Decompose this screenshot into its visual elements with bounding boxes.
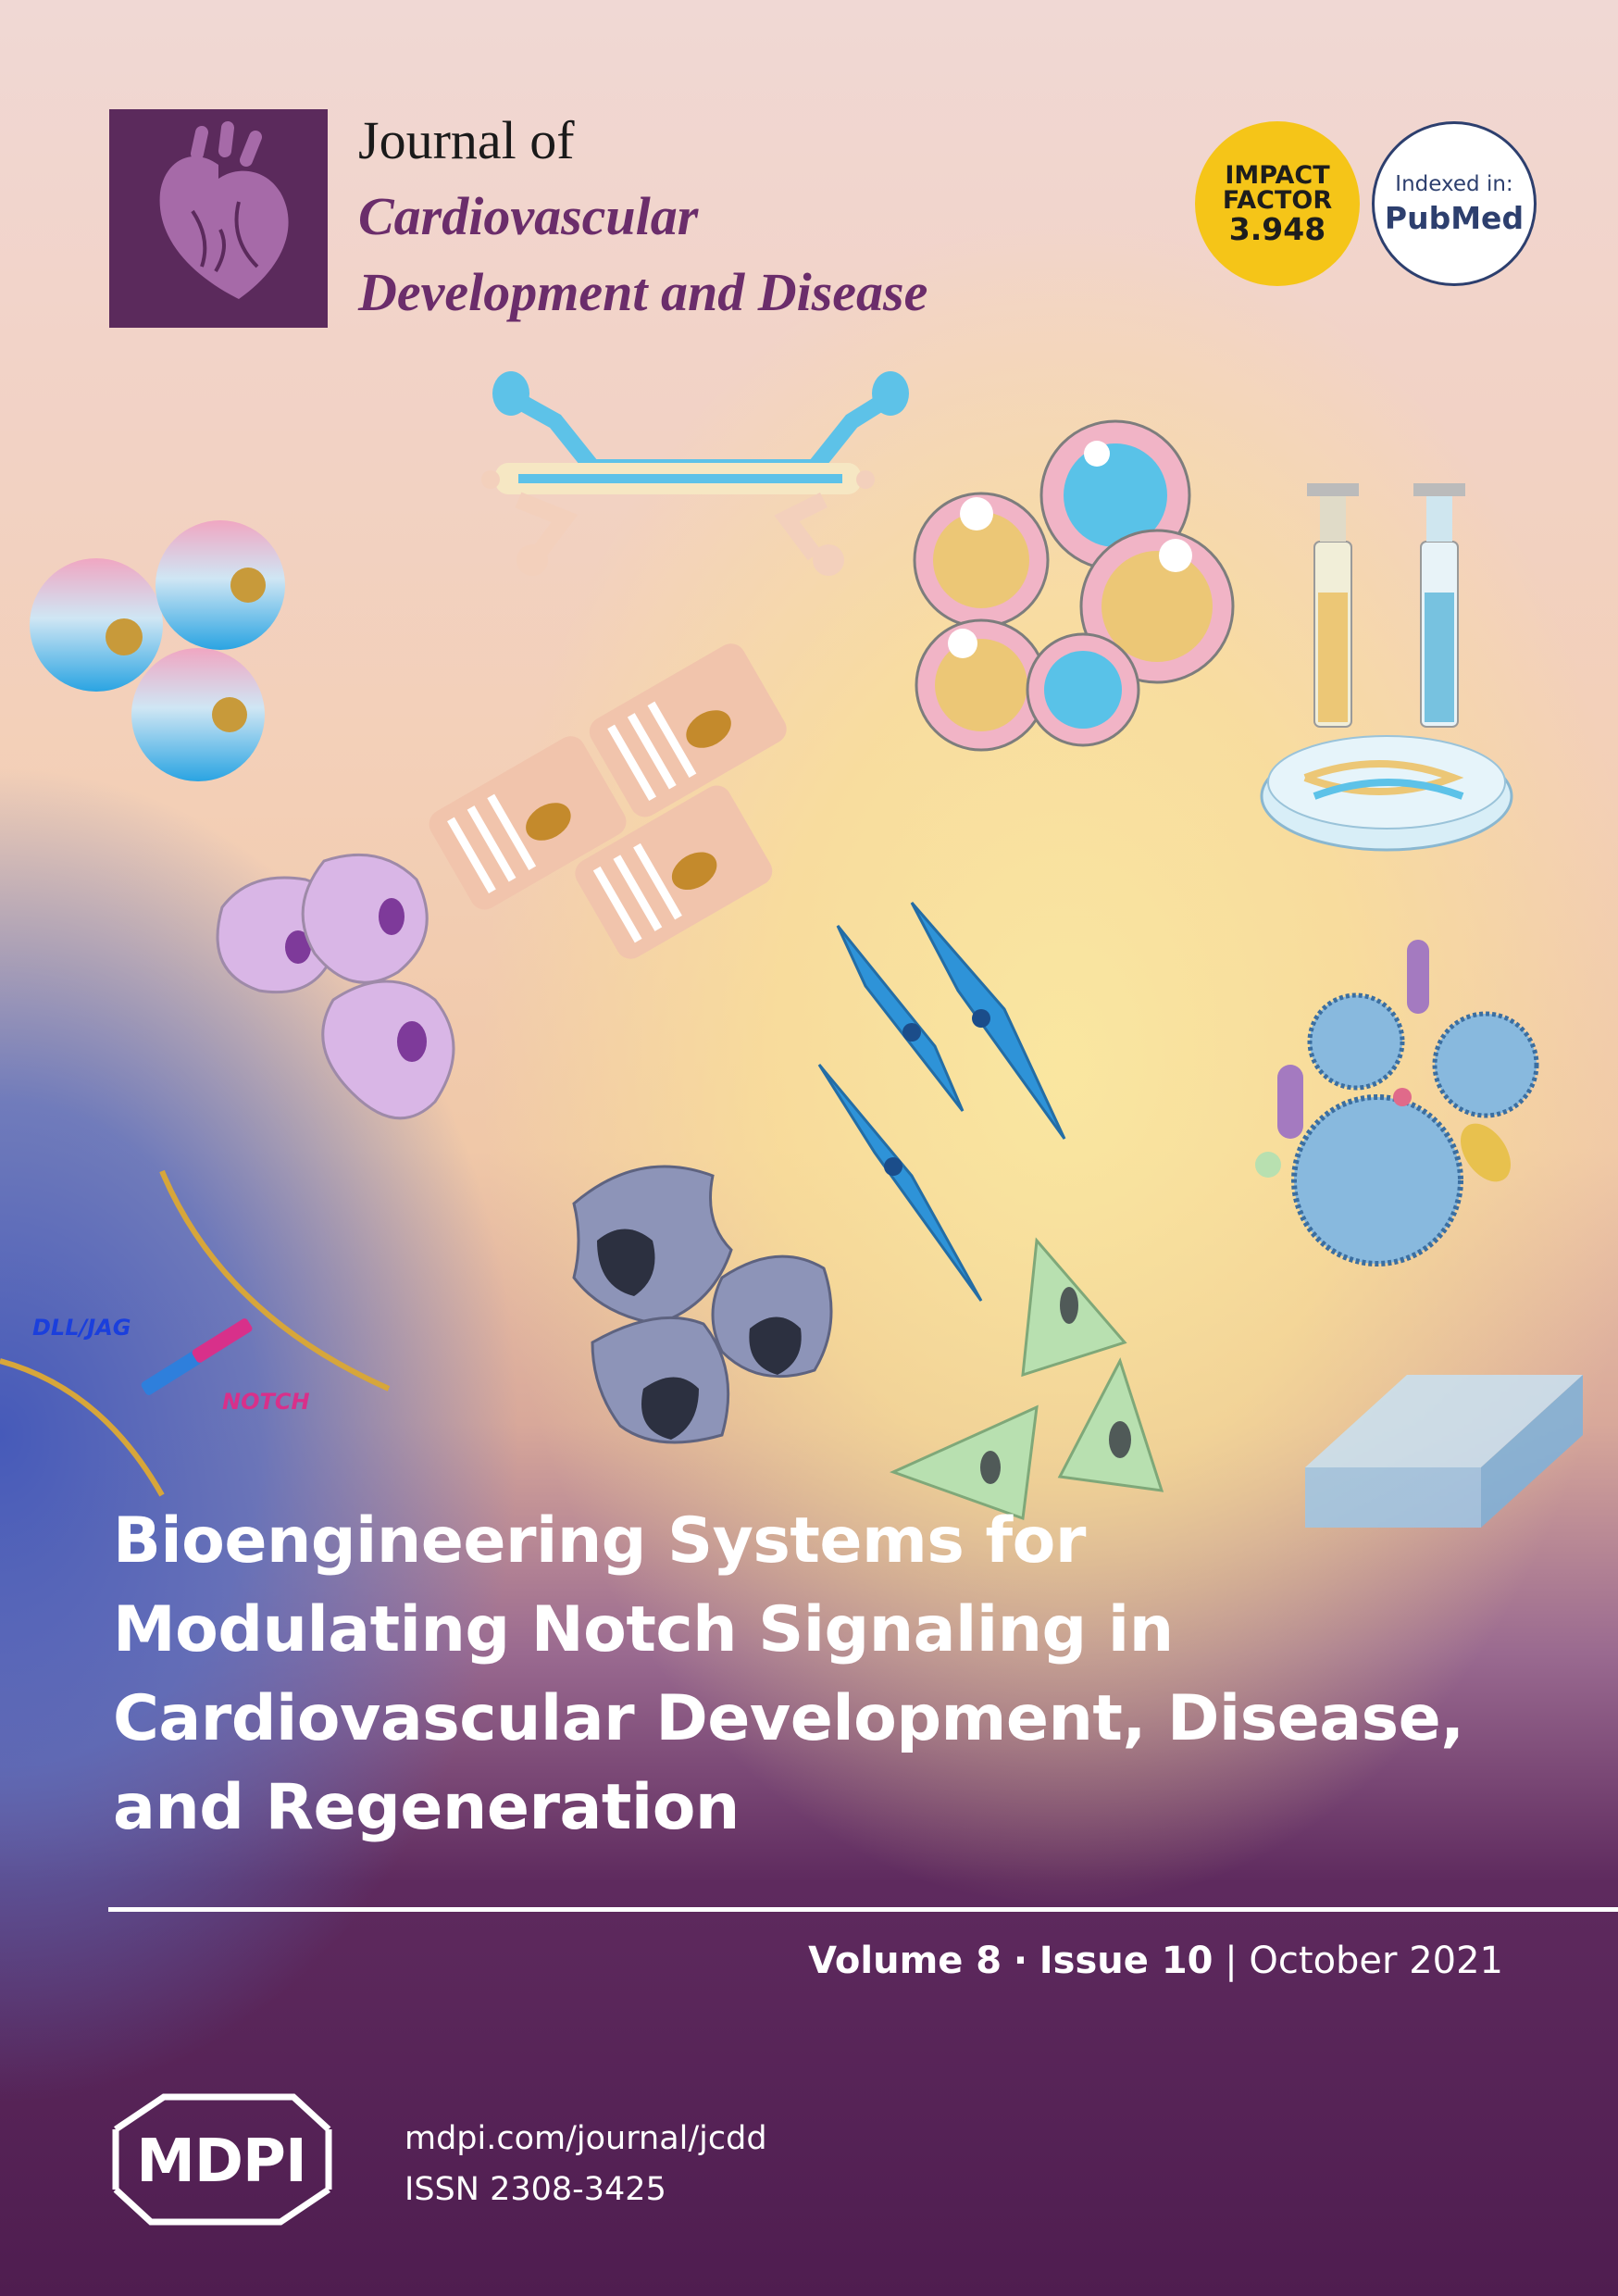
pubmed-badge: Indexed in: PubMed	[1372, 121, 1537, 286]
issn-number: ISSN 2308-3425	[404, 2171, 666, 2208]
article-title-line2: Modulating Notch Signaling in	[113, 1593, 1174, 1666]
journal-logo	[109, 109, 328, 328]
pubmed-name: PubMed	[1384, 199, 1525, 236]
issue-info: Volume 8 · Issue 10 | October 2021	[808, 1940, 1503, 1982]
indexed-label: Indexed in:	[1395, 171, 1513, 196]
fibroblasts-icon	[572, 1165, 833, 1444]
notch-signaling-diagram: DLL/JAG NOTCH	[0, 1169, 391, 1497]
fibroblasts-green-icon	[889, 1237, 1164, 1521]
vesicles-icon	[1255, 940, 1539, 1267]
spherical-cells-icon	[30, 520, 285, 781]
article-title-line3: Cardiovascular Development, Disease,	[113, 1682, 1464, 1755]
journal-name-line2: Cardiovascular	[358, 186, 699, 246]
article-title-line1: Bioengineering Systems for	[113, 1504, 1086, 1578]
journal-name-line3: Development and Disease	[358, 262, 928, 322]
factor-label: FACTOR	[1222, 186, 1333, 216]
journal-url[interactable]: mdpi.com/journal/jcdd	[404, 2120, 767, 2157]
cardiomyocytes-icon	[429, 643, 787, 959]
mdpi-logo-icon	[112, 2093, 332, 2226]
microfluidic-device-icon	[481, 371, 909, 576]
endothelial-cells-icon	[216, 853, 455, 1120]
mdpi-logo-text: MDPI	[136, 2128, 307, 2196]
issue-pipe: |	[1225, 1940, 1238, 1982]
spheroids-icon	[913, 419, 1235, 752]
journal-name-line1: Journal of	[358, 110, 575, 170]
issue-separator: ·	[1013, 1940, 1028, 1982]
volume-label: Volume 8	[808, 1940, 1002, 1982]
issue-label: Issue 10	[1039, 1940, 1214, 1982]
heart-icon	[159, 121, 289, 299]
impact-value: 3.948	[1228, 210, 1326, 247]
impact-label: IMPACT	[1225, 160, 1330, 190]
dll-jag-label: DLL/JAG	[32, 1315, 131, 1341]
issue-date: October 2021	[1249, 1940, 1503, 1982]
article-title: Bioengineering Systems for Modulating No…	[113, 1497, 1557, 1853]
article-title-line4: and Regeneration	[113, 1771, 740, 1844]
hydrogel-scaffold-icon	[1305, 1375, 1583, 1528]
smooth-muscle-cells-icon	[817, 902, 1066, 1302]
bioprinter-icon	[1260, 483, 1513, 852]
impact-factor-badge: IMPACT FACTOR 3.948	[1195, 121, 1360, 286]
divider	[108, 1907, 1618, 1912]
notch-label: NOTCH	[222, 1389, 310, 1415]
